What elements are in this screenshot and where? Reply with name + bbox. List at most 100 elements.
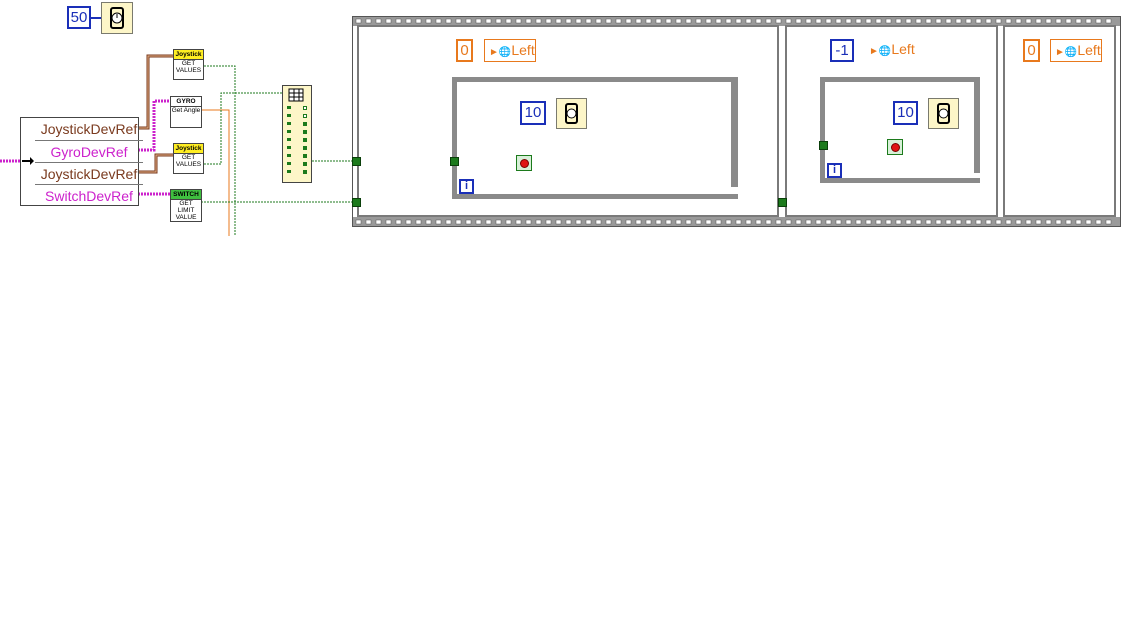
film-perforation	[405, 219, 412, 225]
film-perforation	[565, 18, 572, 24]
film-perforation	[615, 219, 622, 225]
while-loop-2-right-edge	[974, 77, 980, 173]
film-perforation	[945, 219, 952, 225]
film-perforation	[555, 18, 562, 24]
film-perforation	[925, 18, 932, 24]
gyro-get-angle-vi[interactable]: GYRO Get Angle	[170, 96, 202, 128]
global-left-write-2[interactable]: ►🌐Left	[865, 39, 917, 62]
film-perforation	[1055, 219, 1062, 225]
while-loop-1[interactable]	[452, 77, 738, 199]
loop-stop-terminal-2[interactable]	[887, 139, 903, 155]
motor-value-constant-2[interactable]: -1	[830, 39, 854, 62]
device-ref-gyro: GyroDevRef	[35, 140, 143, 163]
film-perforation	[355, 219, 362, 225]
film-perforation	[445, 18, 452, 24]
film-perforation	[1015, 18, 1022, 24]
film-perforation	[805, 219, 812, 225]
film-perforation	[495, 18, 502, 24]
gyro-wire	[138, 99, 170, 152]
film-perforation	[1095, 219, 1102, 225]
film-perforation	[625, 18, 632, 24]
film-perforation	[505, 219, 512, 225]
global-left-write-3[interactable]: ►🌐Left	[1050, 39, 1102, 62]
motor-value-constant-3[interactable]: 0	[1023, 39, 1040, 62]
joystick1-output-wire	[204, 65, 236, 236]
film-perforation	[955, 219, 962, 225]
wait-ms-icon[interactable]	[928, 98, 959, 129]
film-perforation	[1085, 219, 1092, 225]
film-perforation	[875, 219, 882, 225]
loop-wait-constant-1[interactable]: 10	[520, 101, 546, 125]
film-perforation	[735, 18, 742, 24]
device-ref-joystick-2: JoystickDevRef	[35, 162, 143, 185]
while-loop-2[interactable]	[820, 77, 980, 183]
film-perforation	[725, 219, 732, 225]
film-perforation	[375, 18, 382, 24]
film-perforation	[515, 219, 522, 225]
film-perforation	[885, 18, 892, 24]
film-perforation	[1105, 18, 1112, 24]
bundle-terminals	[287, 106, 307, 174]
device-ref-cluster[interactable]: JoystickDevRef GyroDevRef JoystickDevRef…	[20, 117, 143, 206]
film-perforation	[835, 219, 842, 225]
film-perforation	[985, 18, 992, 24]
film-perforation	[775, 219, 782, 225]
film-perforation	[965, 219, 972, 225]
sequence-frame-1[interactable]: 0 ►🌐Left 10 i	[357, 25, 779, 217]
film-perforation	[765, 18, 772, 24]
vi-body: Get Angle	[171, 107, 201, 114]
film-perforation	[565, 219, 572, 225]
film-perforation	[725, 18, 732, 24]
film-perforation	[395, 219, 402, 225]
film-perforation	[785, 219, 792, 225]
film-perforation	[495, 219, 502, 225]
switch-get-limit-value-vi[interactable]: SWITCH GET LIMIT VALUE	[170, 189, 202, 222]
loop-stop-terminal-1[interactable]	[516, 155, 532, 171]
film-perforation	[1015, 219, 1022, 225]
wait-ms-icon[interactable]	[101, 2, 133, 34]
motor-value-constant-1[interactable]: 0	[456, 39, 473, 62]
film-perforation	[605, 219, 612, 225]
vi-header: SWITCH	[171, 190, 201, 200]
unbundle-arrow-icon	[22, 157, 34, 165]
bundle-node[interactable]	[282, 85, 312, 183]
frame-tunnel-switch	[778, 198, 787, 207]
film-perforation	[425, 18, 432, 24]
film-perforation	[1065, 18, 1072, 24]
joystick-get-values-vi-1[interactable]: Joystick GET VALUES	[173, 49, 204, 80]
film-perforation	[375, 219, 382, 225]
sequence-frame-3[interactable]: 0 ►🌐Left	[1003, 25, 1116, 217]
cluster-grid-icon	[288, 88, 304, 102]
global-left-write-1[interactable]: ►🌐Left	[484, 39, 536, 62]
film-perforation	[405, 18, 412, 24]
vi-body: GET VALUES	[175, 154, 202, 168]
film-perforation	[805, 18, 812, 24]
film-perforation	[795, 219, 802, 225]
film-perforation	[635, 18, 642, 24]
film-perforation	[955, 18, 962, 24]
wait-ms-constant[interactable]: 50	[67, 6, 91, 29]
film-perforation	[895, 219, 902, 225]
joystick-get-values-vi-2[interactable]: Joystick GET VALUES	[173, 143, 204, 174]
loop-wait-constant-2[interactable]: 10	[893, 101, 918, 125]
film-perforation	[865, 219, 872, 225]
wait-ms-icon[interactable]	[556, 98, 587, 129]
film-perforation	[415, 18, 422, 24]
film-perforation	[585, 219, 592, 225]
film-perforation	[475, 18, 482, 24]
film-perforation	[655, 219, 662, 225]
vi-header: Joystick	[174, 50, 203, 60]
sequence-frame-2[interactable]: -1 ►🌐Left 10 i	[785, 25, 998, 217]
film-perforation	[465, 18, 472, 24]
film-perforation	[385, 219, 392, 225]
film-perforation	[585, 18, 592, 24]
film-perforation	[365, 18, 372, 24]
film-perforation	[675, 219, 682, 225]
film-perforation	[1005, 219, 1012, 225]
film-perforation	[1085, 18, 1092, 24]
loop-iteration-terminal-1: i	[459, 179, 474, 194]
film-perforation	[385, 18, 392, 24]
global-label: Left	[1077, 42, 1101, 58]
film-perforation	[775, 18, 782, 24]
film-perforation	[675, 18, 682, 24]
